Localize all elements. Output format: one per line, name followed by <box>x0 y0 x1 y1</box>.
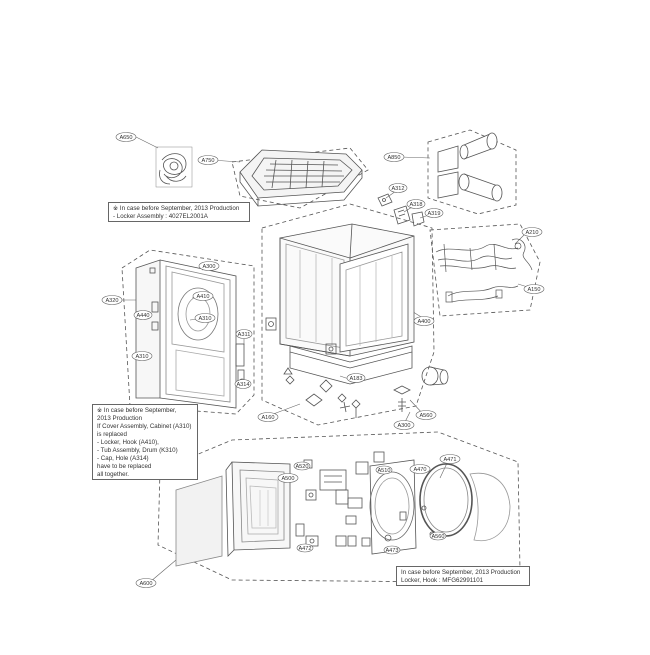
note-box-left: ※ In case before September, 2013 Product… <box>92 404 198 480</box>
part-door-panel <box>175 475 223 567</box>
callout-A650: A650 <box>115 132 137 142</box>
callout-A310-lower: A310 <box>131 351 153 361</box>
callout-A312: A312 <box>388 183 408 193</box>
svg-text:A183: A183 <box>349 376 362 382</box>
svg-text:A750: A750 <box>201 158 214 164</box>
svg-text:A440: A440 <box>136 313 149 319</box>
duct-group-outline <box>427 129 517 215</box>
note-top-line-2: - Locker Assembly : 4027EL2001A <box>113 213 208 220</box>
callout-A410: A410 <box>192 291 214 301</box>
callout-A470: A470 <box>409 464 431 474</box>
callout-A850: A850 <box>383 152 405 162</box>
part-door-gasket <box>419 463 473 537</box>
note-box-bottom: In case before September, 2013 Productio… <box>396 566 530 586</box>
note-left-line-3: If Cover Assembly, Cabinet (A310) <box>97 423 192 430</box>
note-bottom-line-2: Locker, Hook : MFG62991101 <box>401 577 484 584</box>
callout-labels: A650 A750 A850 A312 A318 A319 A210 A150 … <box>101 132 545 588</box>
svg-text:A318: A318 <box>409 202 422 208</box>
part-harness-coil <box>155 146 193 188</box>
svg-text:A850: A850 <box>387 155 400 161</box>
part-door-frame <box>225 461 291 557</box>
callout-A440: A440 <box>133 310 153 320</box>
part-wire-harness <box>435 238 533 273</box>
callout-A150: A150 <box>523 284 545 294</box>
note-left-line-6: - Tub Assembly, Drum (K310) <box>97 447 178 454</box>
callout-A310-upper: A310 <box>194 313 216 323</box>
callout-A473: A473 <box>383 545 401 555</box>
callout-A471: A471 <box>439 454 461 464</box>
callout-A400: A400 <box>413 316 435 326</box>
part-feet <box>283 367 411 418</box>
part-cabinet <box>265 223 415 385</box>
svg-text:A560: A560 <box>431 534 444 540</box>
note-left-line-5: - Locker, Hook (A410), <box>97 439 159 446</box>
callout-A210: A210 <box>521 227 543 237</box>
callout-A600: A600 <box>135 578 157 588</box>
svg-text:A210: A210 <box>525 230 538 236</box>
callout-A560-door: A560 <box>429 531 447 541</box>
svg-text:A510: A510 <box>377 468 390 474</box>
callout-A319: A319 <box>424 208 444 218</box>
svg-text:A560: A560 <box>419 413 432 419</box>
callout-A318: A318 <box>406 199 426 209</box>
svg-text:A310: A310 <box>198 316 211 322</box>
note-bottom-line-1: In case before September, 2013 Productio… <box>401 569 521 576</box>
callout-A500: A500 <box>277 473 299 483</box>
callout-A311: A311 <box>235 329 253 339</box>
callout-A320: A320 <box>101 295 123 305</box>
part-brackets <box>377 193 425 227</box>
svg-text:A600: A600 <box>139 581 152 587</box>
note-left-line-1: ※ In case before September, <box>97 407 177 414</box>
svg-text:A310: A310 <box>135 354 148 360</box>
svg-text:A500: A500 <box>281 476 294 482</box>
part-outer-glass <box>469 472 511 542</box>
part-door-hardware <box>295 451 385 547</box>
callout-A510: A510 <box>375 465 393 475</box>
note-top-line-1: ※ In case before September, 2013 Product… <box>113 205 240 212</box>
part-top-plate <box>239 149 363 207</box>
svg-text:A300: A300 <box>397 423 410 429</box>
svg-text:A314: A314 <box>236 382 249 388</box>
callout-A560-mid: A560 <box>415 410 437 420</box>
svg-text:A470: A470 <box>413 467 426 473</box>
svg-text:A319: A319 <box>427 211 440 217</box>
svg-text:A410: A410 <box>196 294 209 300</box>
part-door-inner-ring <box>369 459 417 555</box>
svg-text:A520: A520 <box>295 464 308 470</box>
top-plate-group-outline <box>231 147 369 209</box>
svg-text:A650: A650 <box>119 135 132 141</box>
note-left-line-8: have to be replaced <box>97 463 152 470</box>
note-box-top: ※ In case before September, 2013 Product… <box>108 202 250 222</box>
callout-A314: A314 <box>234 379 252 389</box>
svg-text:A320: A320 <box>105 298 118 304</box>
svg-text:A473: A473 <box>385 548 398 554</box>
svg-text:A472: A472 <box>298 546 311 552</box>
note-left-line-9: all together. <box>97 471 129 478</box>
note-left-line-4: is replaced <box>97 431 127 438</box>
part-exhaust-duct <box>437 132 503 202</box>
callout-A472: A472 <box>296 543 314 553</box>
callout-A183: A183 <box>346 373 366 383</box>
note-left-line-2: 2013 Production <box>97 415 143 422</box>
svg-text:A150: A150 <box>527 287 540 293</box>
svg-text:A160: A160 <box>261 415 274 421</box>
svg-text:A311: A311 <box>238 332 251 338</box>
callout-A300-feet: A300 <box>393 420 415 430</box>
svg-text:A312: A312 <box>391 186 404 192</box>
part-small-harness <box>445 285 519 303</box>
svg-text:A300: A300 <box>202 264 215 270</box>
part-front-cover <box>135 259 246 409</box>
svg-text:A400: A400 <box>417 319 430 325</box>
callout-A300: A300 <box>198 261 220 271</box>
cabinet-group-outline <box>261 203 435 426</box>
svg-text:A471: A471 <box>443 457 456 463</box>
note-left-line-7: - Cap, Hole (A314) <box>97 455 149 462</box>
callout-A160: A160 <box>257 412 279 422</box>
callout-A520: A520 <box>293 461 311 471</box>
part-vent-cylinder <box>421 366 449 386</box>
callout-A750: A750 <box>197 155 219 165</box>
